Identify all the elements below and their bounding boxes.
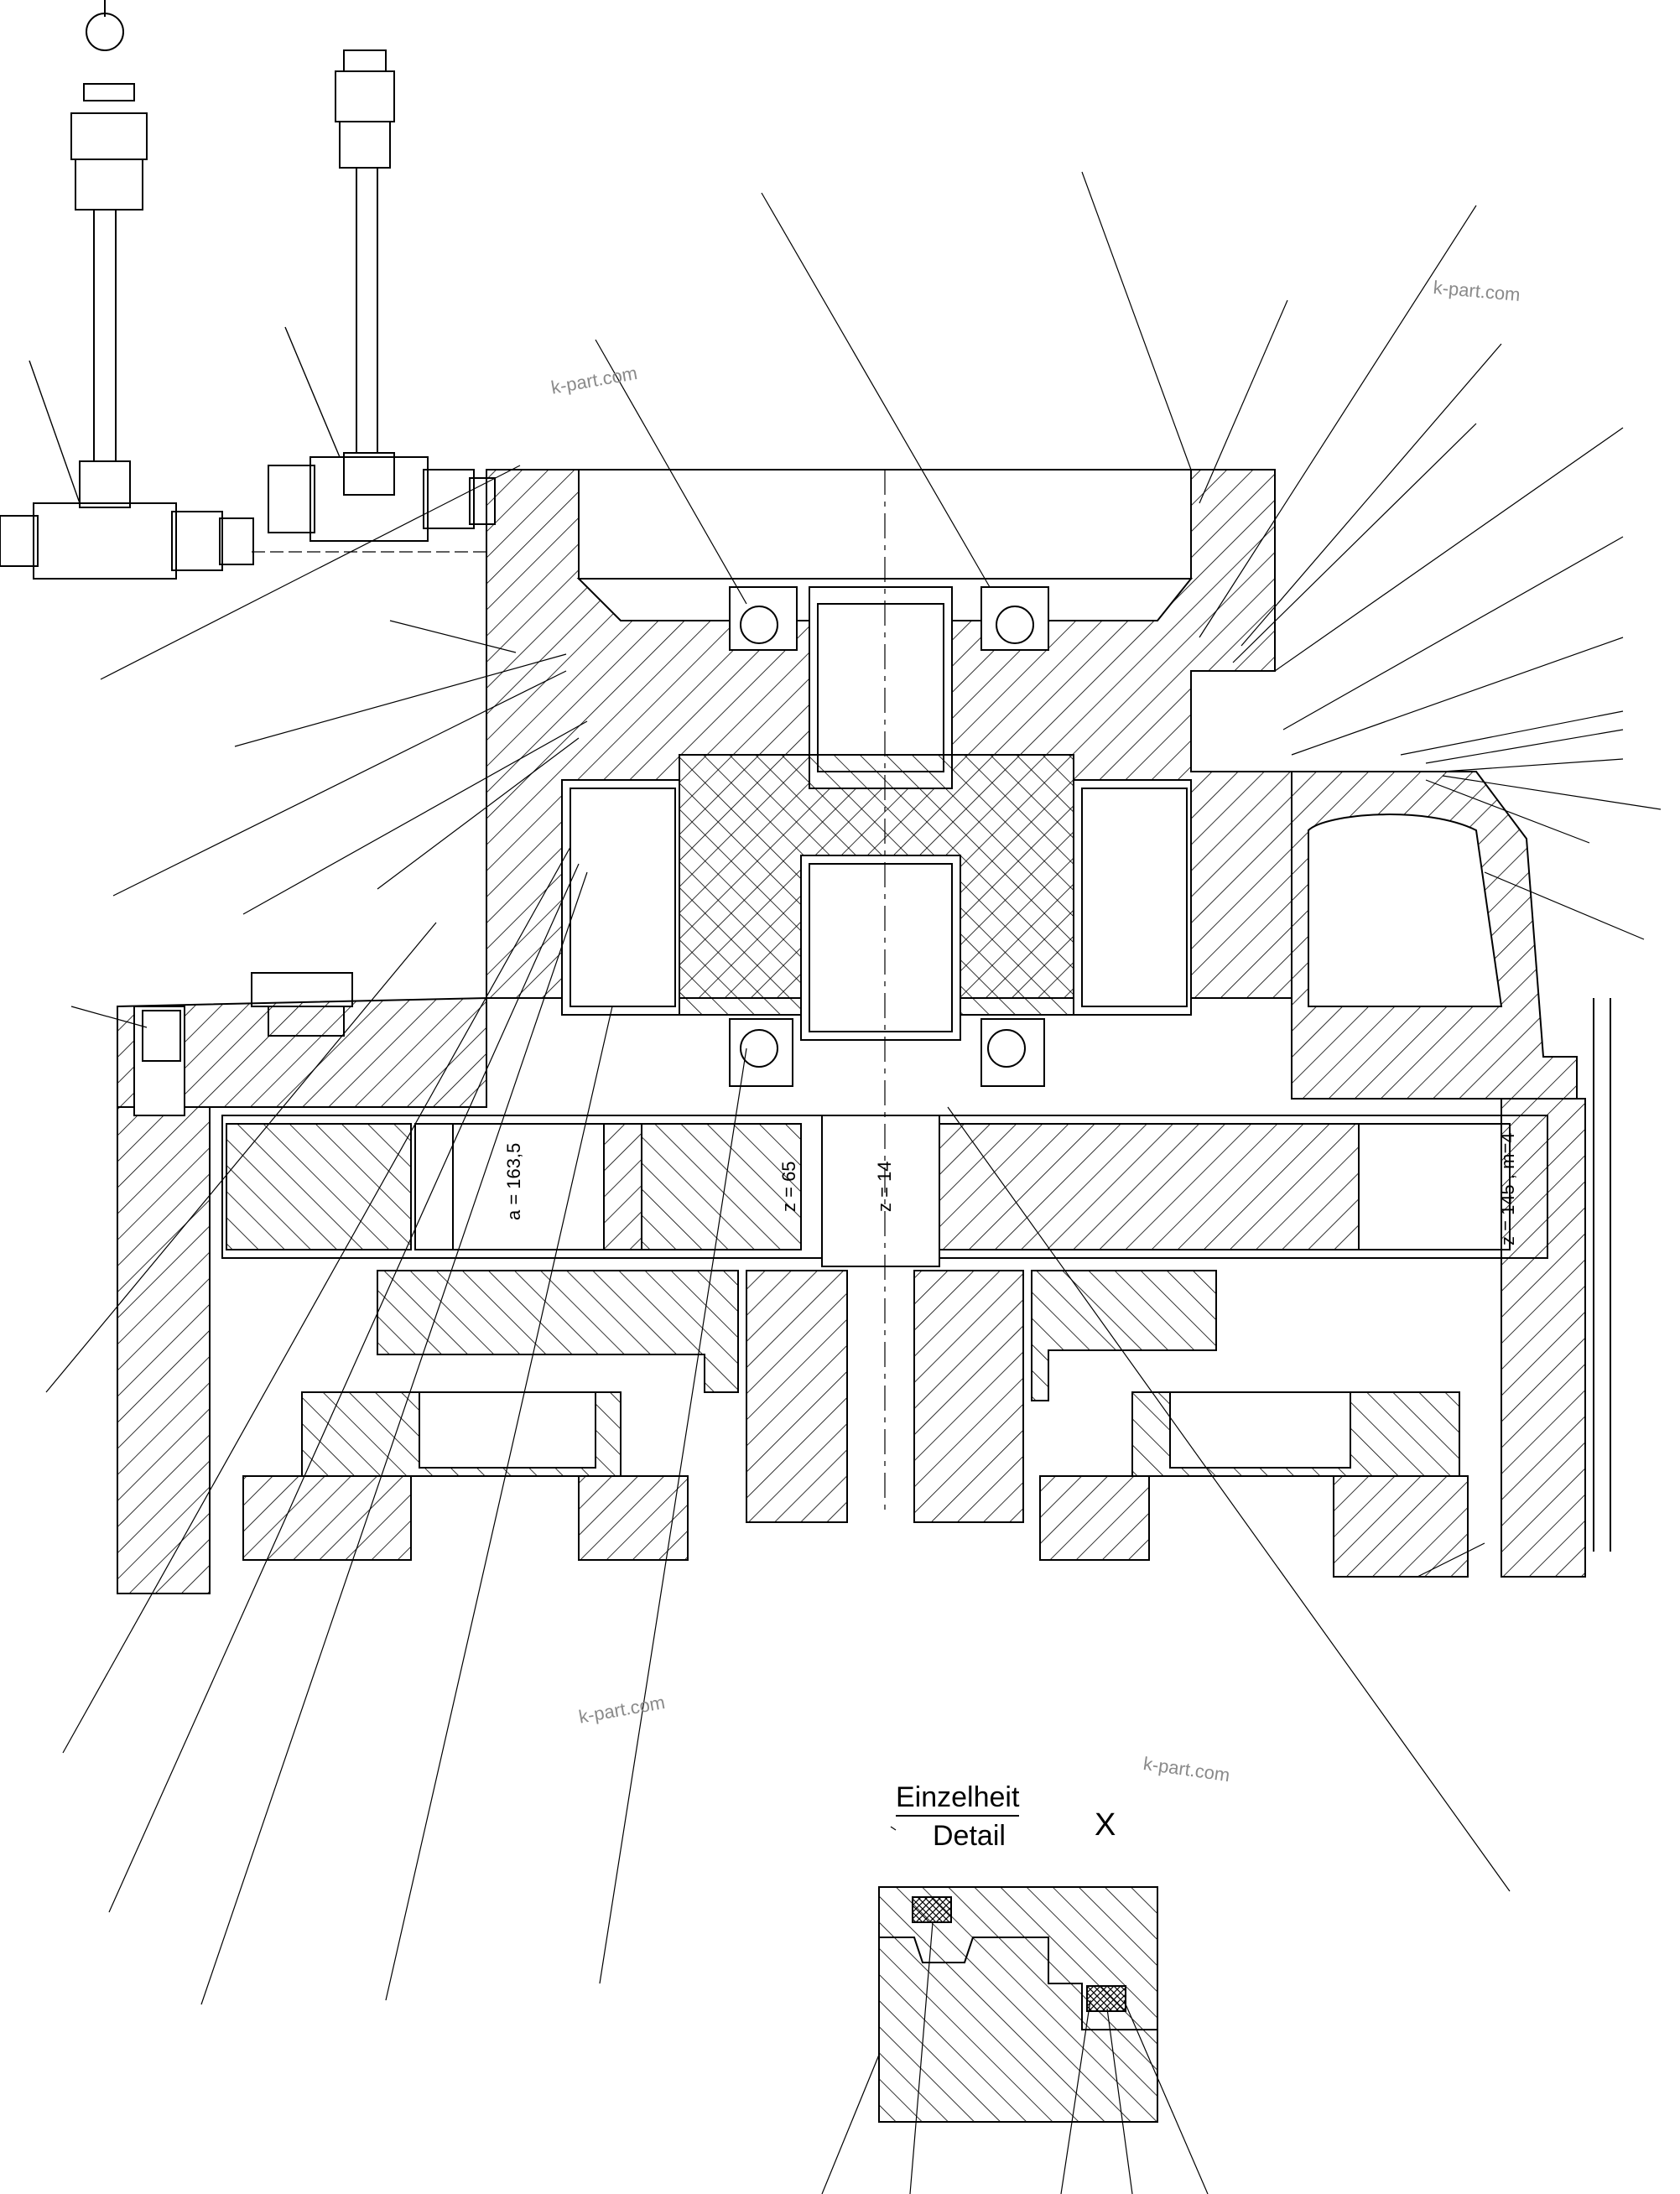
detail-marker: X xyxy=(1095,1807,1116,1843)
dim-ring-gear: z = 145 , m=4 xyxy=(1497,1132,1518,1245)
brake-disc-pack-left xyxy=(570,788,676,1007)
dim-gear-teeth-mid: z = 65 xyxy=(778,1161,799,1212)
bearing-lower-right xyxy=(980,1018,1045,1087)
detail-x-section xyxy=(821,1886,1209,2194)
gear-housing-right xyxy=(1291,771,1578,1100)
leader-lines xyxy=(45,171,1662,2005)
vent-fitting-right xyxy=(252,49,496,553)
detail-title-de: Einzelheit xyxy=(896,1783,1020,1817)
bearing-lower-left xyxy=(729,1018,793,1087)
brake-disc-pack-right xyxy=(1081,788,1188,1007)
detail-title-en: Detail xyxy=(933,1820,1006,1852)
bearing-upper-right xyxy=(980,586,1049,651)
dim-pinion-teeth: z = 14 xyxy=(874,1161,895,1212)
dim-center-distance: a = 163,5 xyxy=(503,1143,524,1220)
planet-gear-stage xyxy=(221,470,1548,1510)
bearing-upper-left xyxy=(729,586,798,651)
gear-housing-left xyxy=(117,972,487,1594)
output-housing-lower xyxy=(242,998,1611,1578)
planet-carrier xyxy=(301,1270,1460,1523)
vent-fitting-left xyxy=(0,0,254,580)
